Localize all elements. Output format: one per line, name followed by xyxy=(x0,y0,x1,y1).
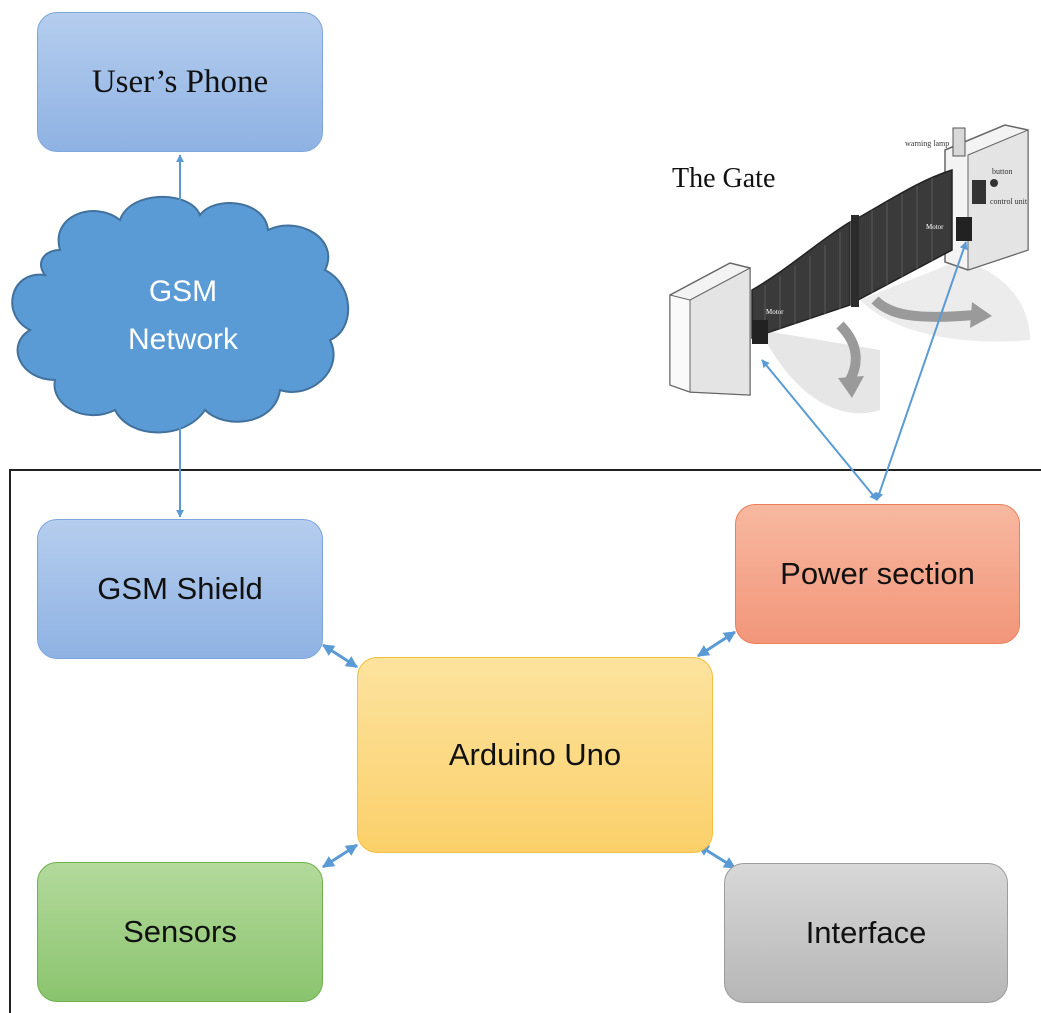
gsm-network-label-line1: GSM xyxy=(148,275,218,308)
sensors-box: Sensors xyxy=(37,862,323,1002)
interface-box: Interface xyxy=(724,863,1008,1003)
svg-text:button: button xyxy=(992,167,1012,176)
arduino-uno-label: Arduino Uno xyxy=(448,737,622,772)
arrow-shield-arduino xyxy=(321,643,359,669)
gate-title: The Gate xyxy=(672,163,776,194)
arrow-power-gate-left xyxy=(761,359,878,501)
arrow-sensors-arduino xyxy=(321,843,359,869)
gsm-network-label-line2: Network xyxy=(127,323,239,356)
users-phone-box: User’s Phone xyxy=(37,12,323,152)
arduino-uno-box: Arduino Uno xyxy=(357,657,713,853)
system-boundary xyxy=(9,469,1041,1013)
users-phone-label: User’s Phone xyxy=(91,63,269,100)
arrow-power-gate-right xyxy=(875,241,968,501)
svg-text:Motor: Motor xyxy=(926,223,944,231)
sensors-label: Sensors xyxy=(123,914,237,949)
power-section-box: Power section xyxy=(735,504,1020,644)
svg-text:Motor: Motor xyxy=(766,308,784,316)
gsm-network-cloud xyxy=(11,195,350,434)
gsm-shield-box: GSM Shield xyxy=(37,519,323,659)
power-section-label: Power section xyxy=(780,556,975,591)
gsm-network-label: GSM Network xyxy=(58,268,308,364)
gsm-shield-label: GSM Shield xyxy=(97,571,263,606)
svg-text:control unit: control unit xyxy=(990,197,1028,206)
svg-text:warning lamp: warning lamp xyxy=(905,139,949,148)
interface-label: Interface xyxy=(805,915,927,950)
arrow-power-arduino xyxy=(696,630,737,658)
